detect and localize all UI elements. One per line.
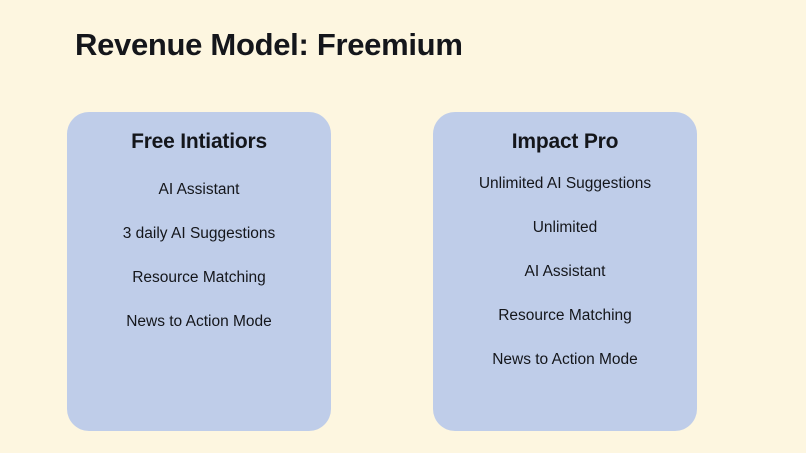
page-title: Revenue Model: Freemium <box>75 27 463 62</box>
list-item: 3 daily AI Suggestions <box>122 225 276 242</box>
list-item: News to Action Mode <box>492 351 638 368</box>
list-item: Unlimited <box>532 219 598 236</box>
plan-title-free: Free Intiatiors <box>131 130 267 153</box>
list-item: News to Action Mode <box>126 313 272 330</box>
feature-list-free: AI Assistant 3 daily AI Suggestions Reso… <box>77 168 321 344</box>
plan-card-pro: Impact Pro Unlimited AI Suggestions Unli… <box>433 112 697 431</box>
list-item: Resource Matching <box>132 269 266 286</box>
plan-title-pro: Impact Pro <box>511 130 619 153</box>
list-item: Unlimited AI Suggestions <box>478 175 652 192</box>
list-item: AI Assistant <box>158 181 240 198</box>
plan-card-free: Free Intiatiors AI Assistant 3 daily AI … <box>67 112 331 431</box>
feature-list-pro: Unlimited AI Suggestions Unlimited AI As… <box>443 162 687 382</box>
list-item: AI Assistant <box>524 263 606 280</box>
list-item: Resource Matching <box>498 307 632 324</box>
